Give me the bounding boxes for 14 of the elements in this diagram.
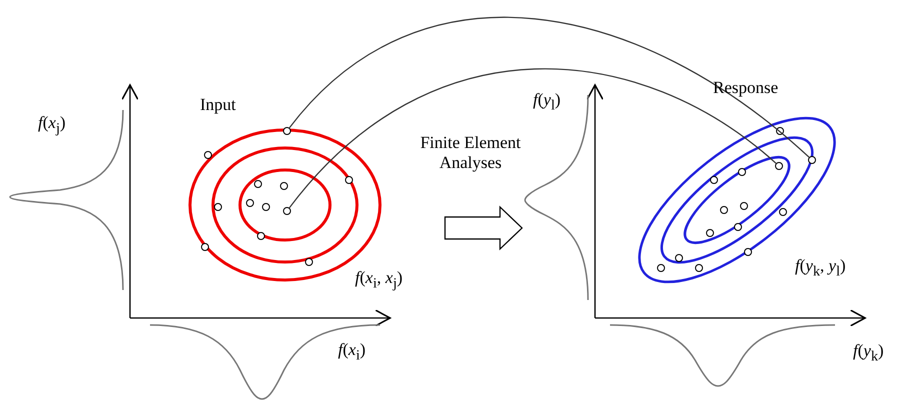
data-point xyxy=(283,127,291,135)
data-point xyxy=(283,207,291,215)
axis-label: f(x$_{j}$) xyxy=(38,113,66,138)
axis-label: f(y$_{k}$, y$_{l}$) xyxy=(795,256,846,280)
axis-label: f(y$_{l}$) xyxy=(533,90,561,114)
axis-label: f(x$_{i}$, x$_{j}$) xyxy=(355,268,403,292)
axis-label: f(x$_{i}$) xyxy=(338,340,366,364)
section-heading: Input xyxy=(200,95,236,116)
process-label: Finite Element Analyses xyxy=(419,133,522,174)
data-point xyxy=(808,156,816,164)
axis-label: f(y$_{k}$) xyxy=(853,341,884,366)
connector-line xyxy=(288,17,810,158)
connector-line xyxy=(288,68,777,209)
data-point xyxy=(775,162,783,170)
